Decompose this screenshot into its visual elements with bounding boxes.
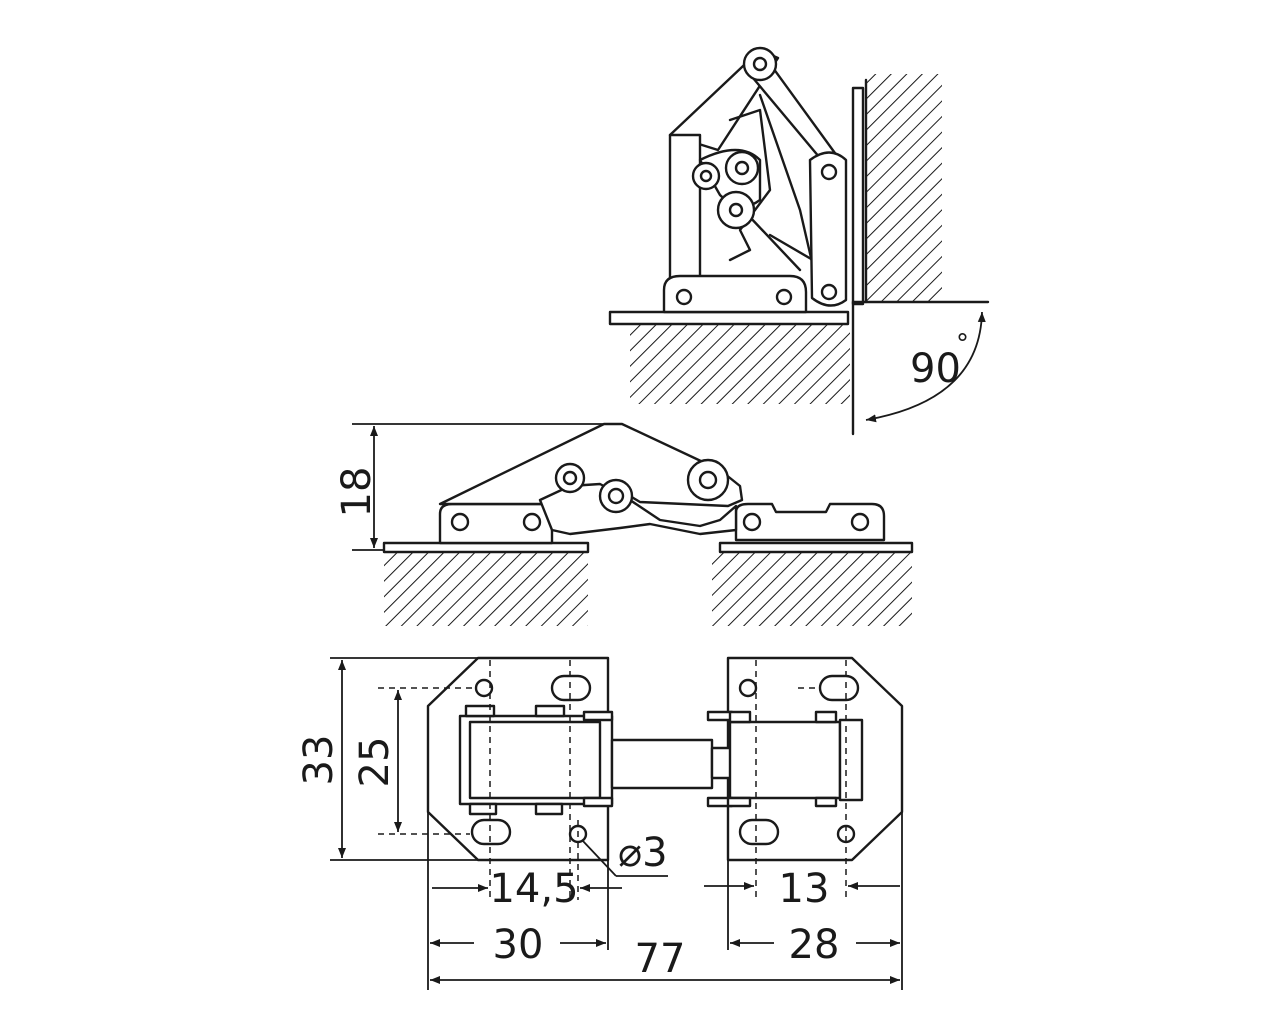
- door-plate-vertical: [851, 86, 865, 306]
- right-base-hatch: [712, 552, 912, 626]
- angle-label: 90: [910, 346, 961, 392]
- plan-view: 33 25 ⌀3 14,5 13 30 28 77: [296, 656, 904, 990]
- dim-25-label: 25: [352, 737, 398, 788]
- dim-77-label: 77: [635, 936, 686, 982]
- dim-18-label: 18: [334, 467, 380, 518]
- angle-arc: [865, 311, 986, 423]
- dim-13-label: 13: [779, 866, 830, 912]
- dim-14-5-label: 14,5: [489, 866, 578, 912]
- wall-hatch: [866, 74, 942, 302]
- dim-33-label: 33: [296, 735, 342, 786]
- hole-diameter-label: ⌀3: [618, 830, 668, 876]
- open-90-view: 90 °: [608, 46, 990, 436]
- left-base-hatch: [384, 552, 588, 626]
- dim-28-label: 28: [789, 922, 840, 968]
- base-hatch: [630, 324, 850, 404]
- base-plate: [608, 310, 850, 326]
- dim-30-label: 30: [493, 922, 544, 968]
- angle-unit: °: [956, 329, 969, 359]
- closed-side-view: 18: [334, 422, 914, 626]
